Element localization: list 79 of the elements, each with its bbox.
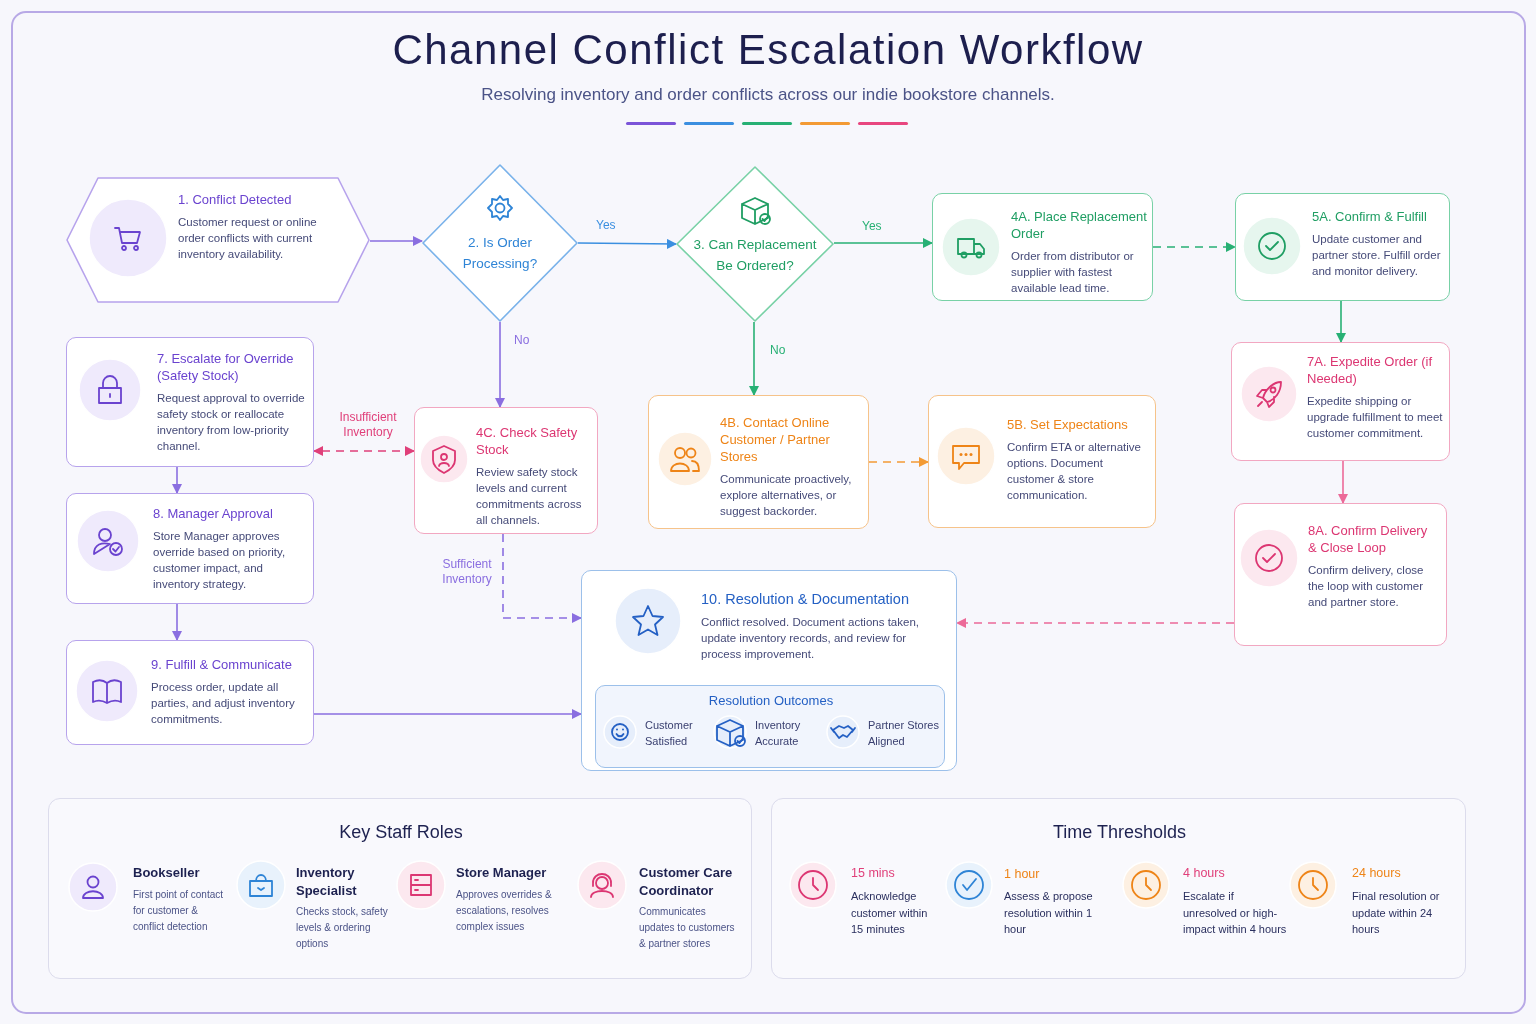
arrow: [749, 321, 759, 396]
process-box: [66, 640, 314, 745]
arrow: [1152, 242, 1236, 252]
step-description: Process order, update all parties, and adjust inventory commitments.: [151, 680, 296, 727]
time-value: 24 hours: [1352, 865, 1402, 881]
step-title: 5A. Confirm & Fulfill: [1312, 208, 1428, 225]
step-title: 4B. Contact Online Customer / Partner Stores: [720, 414, 831, 465]
step-title: 7A. Expedite Order (if Needed): [1307, 353, 1433, 387]
step-description: Customer request or online order conflicts with current inventory availability.: [178, 215, 318, 262]
step-title: 4A. Place Replacement Order: [1011, 208, 1148, 242]
step-description: Update customer and partner store. Fulfill order and monitor delivery.: [1312, 232, 1442, 279]
step-description: Request approval to override safety stock or reallocate inventory from low-priority channel.: [157, 391, 306, 454]
section-panel: [48, 798, 752, 979]
arrow: [313, 709, 582, 719]
step-title: 5B. Set Expectations: [1007, 416, 1129, 433]
process-box: [648, 395, 869, 529]
time-description: Acknowledge customer within 15 minutes: [851, 889, 929, 937]
process-box: [1235, 193, 1450, 301]
arrow: [313, 446, 415, 456]
step-title: 9. Fulfill & Communicate: [151, 656, 293, 673]
arrow: [369, 236, 423, 246]
arrow: [495, 321, 505, 408]
diagram-title: Channel Conflict Escalation Workflow: [391, 26, 1145, 74]
arrow: [956, 618, 1235, 628]
arrow: [833, 238, 933, 248]
step-description: Store Manager approves override based on priority, customer impact, and inventory strategy.: [153, 529, 287, 592]
time-value: 1 hour: [1004, 866, 1041, 882]
arrow: [577, 238, 677, 249]
process-box: [581, 570, 957, 771]
step-description: Confirm ETA or alternative options. Document customer & store communication.: [1007, 440, 1142, 503]
step-title: 8A. Confirm Delivery & Close Loop: [1308, 522, 1429, 556]
process-box: [414, 407, 598, 534]
arrow: [1336, 300, 1346, 343]
arrow: [1338, 460, 1348, 504]
section-heading: Resolution Outcomes: [707, 692, 835, 709]
time-value: 4 hours: [1183, 865, 1226, 881]
time-description: Assess & propose resolution within 1 hour: [1004, 889, 1094, 937]
role-name: Store Manager: [456, 864, 548, 882]
section-panel: [771, 798, 1466, 979]
outcome-label: Customer Satisfied: [645, 718, 694, 749]
outcome-label: Inventory Accurate: [755, 718, 802, 749]
step-title: 7. Escalate for Override (Safety Stock): [157, 350, 295, 384]
process-box: [932, 193, 1153, 301]
role-description: Communicates updates to customers & partner stores: [639, 905, 736, 951]
time-value: 15 mins: [851, 865, 896, 881]
step-title: 8. Manager Approval: [153, 505, 274, 522]
arrow: [868, 457, 929, 467]
step-title: 10. Resolution & Documentation: [701, 591, 910, 608]
section-heading: Time Thresholds: [1051, 821, 1188, 843]
role-name: Customer Care Coordinator: [639, 864, 734, 900]
step-description: Confirm delivery, close the loop with customer and partner store.: [1308, 563, 1425, 610]
time-description: Final resolution or update within 24 hours: [1352, 889, 1441, 937]
section-heading: Key Staff Roles: [338, 821, 464, 843]
outcome-label: Partner Stores Aligned: [868, 718, 940, 749]
outcomes-panel: [595, 685, 945, 768]
time-description: Escalate if unresolved or high-impact within 4 hours: [1183, 889, 1287, 937]
arrow: [172, 603, 182, 641]
step-description: Expedite shipping or upgrade fulfillment to meet customer commitment.: [1307, 394, 1443, 441]
step-title: 3. Can Replacement Be Ordered?: [692, 236, 818, 275]
arrow: [502, 533, 582, 623]
step-description: Review safety stock levels and current commitments across all channels.: [476, 465, 583, 528]
role-name: Bookseller: [133, 864, 201, 882]
process-box: [66, 337, 314, 467]
step-description: Conflict resolved. Document actions taken, update inventory records, and review for process improvement.: [701, 615, 920, 662]
process-box: [928, 395, 1156, 528]
step-description: Order from distributor or supplier with fastest available lead time.: [1011, 249, 1135, 296]
step-title: 4C. Check Safety Stock: [476, 424, 579, 458]
process-box: [1234, 503, 1447, 646]
arrow: [172, 466, 182, 494]
role-description: Approves overrides & escalations, resolves complex issues: [456, 888, 553, 934]
subtitle: Resolving inventory and order conflicts across our indie bookstore channels.: [480, 84, 1056, 106]
role-description: Checks stock, safety levels & ordering options: [296, 905, 388, 951]
step-title: 1. Conflict Detected: [178, 191, 293, 208]
role-description: First point of contact for customer & conflict detection: [133, 888, 225, 934]
role-name: Inventory Specialist: [296, 864, 358, 900]
process-box: [66, 493, 314, 604]
step-description: Communicate proactively, explore alternatives, or suggest backorder.: [720, 472, 853, 519]
process-box: [1231, 342, 1450, 461]
step-title: 2. Is Order Processing?: [461, 234, 539, 273]
